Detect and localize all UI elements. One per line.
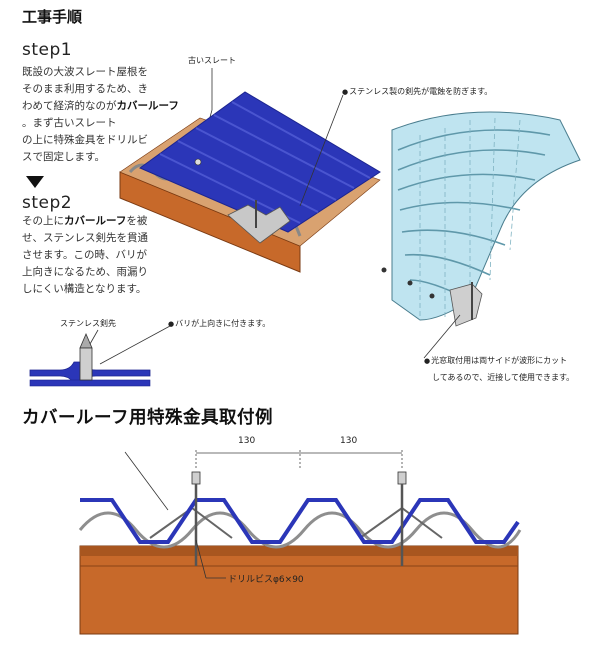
step1-line: の上に特殊金具をドリルビ [22,134,148,146]
old-slate-label: 古いスレート [188,56,236,65]
step2-line: せ、ステンレス剣先を貫通 [22,232,148,244]
burr-note: バリが上向きに付きます。 [168,318,270,329]
step1-line: そのまま利用するため、き [22,83,148,95]
stainless-tip-label: ステンレス剣先 [60,319,116,328]
procedure-title: 工事手順 [22,8,83,26]
step1-line: 既設の大波スレート屋根を [22,66,148,78]
example-title: カバールーフ用特殊金具取付例 [22,408,273,428]
step2-text: その上にカバールーフを被 せ、ステンレス剣先を貫通 させます。この時、バリが 上… [22,213,192,298]
skylight-note-line1: 光窓取付用は両サイドが波形にカット [424,355,567,366]
product-name: カバールーフ [64,215,127,227]
step2-line: その上にカバールーフを被 [22,215,148,227]
step1-line: 。まず古いスレート [22,117,117,129]
step1-heading: step1 [22,40,73,60]
step1-text: 既設の大波スレート屋根を そのまま利用するため、き わめて経済的なのがカバールー… [22,64,192,166]
stainless-note: ステンレス製の剣先が電蝕を防ぎます。 [342,86,492,97]
down-arrow-icon [26,176,44,188]
product-name: カバールーフ [116,100,179,112]
step1-line: スで固定します。 [22,151,105,163]
step1-line: わめて経済的なのがカバールーフ [22,100,179,112]
step2-line: させます。この時、バリが [22,249,147,261]
step2-line: しにくい構造となります。 [22,283,147,295]
step2-line: 上向きになるため、雨漏り [22,266,148,278]
screw-label: ドリルビスφ6×90 [228,575,304,585]
skylight-note-line2: してあるので、近接して使用できます。 [432,373,575,382]
dimension-label-2: 130 [340,436,358,446]
step2-heading: step2 [22,193,73,213]
dimension-label-1: 130 [238,436,256,446]
